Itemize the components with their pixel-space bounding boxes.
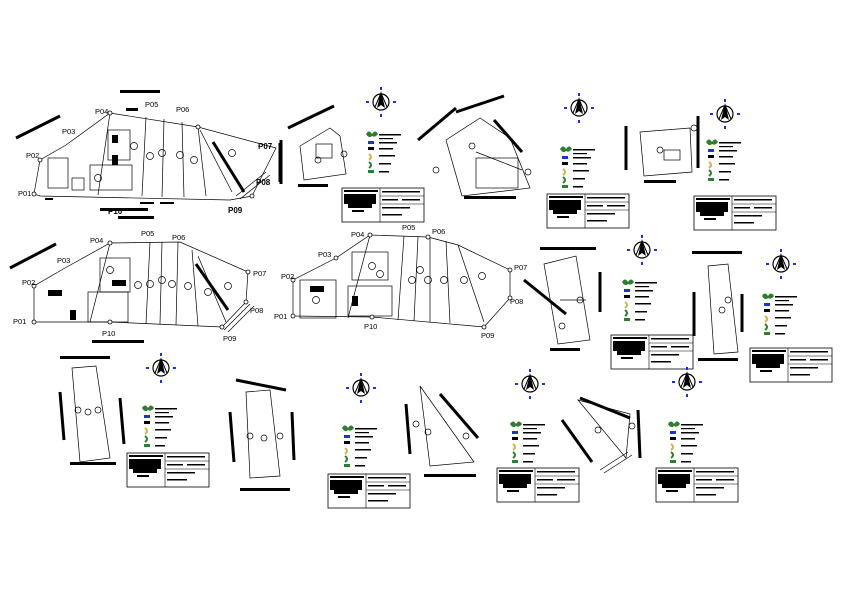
point-label: P03 [318,250,331,259]
site-plan-1: P01 P02 P03 P04 P05 P06 P07 P08 P09 P10 [15,90,282,219]
point-label: P10 [364,322,377,331]
point-label: P04 [90,236,103,245]
point-label: P08 [250,306,263,315]
point-label: P04 [95,107,108,116]
point-label: P04 [351,230,364,239]
north-arrow-icon [365,86,397,118]
site-plan-3: P01 P02 P03 P04 P05 P06 P07 P08 P09 P10 [274,223,527,340]
point-label: P01 [18,189,31,198]
point-label: P02 [22,278,35,287]
parcel-sheet-b [417,92,630,229]
point-label: P07 [253,269,266,278]
point-label: P09 [481,331,494,340]
point-label: P06 [172,233,185,242]
parcel-sheet-c [624,98,777,231]
parcel-sheet-h [404,368,580,503]
point-label: P09 [223,334,236,343]
point-label: P01 [274,312,287,321]
parcel-sheet-g [228,372,411,509]
point-label: P02 [281,272,294,281]
point-label: P06 [176,105,189,114]
point-label: P07 [258,142,273,151]
point-label: P10 [108,207,123,216]
point-label: P08 [510,297,523,306]
point-label: P03 [62,127,75,136]
point-label: P03 [57,256,70,265]
parcel-sheet-i [560,366,739,503]
point-label: P05 [145,100,158,109]
point-label: P05 [402,223,415,232]
point-label: P01 [13,317,26,326]
parcel-sheet-a [279,86,425,223]
parcel-sheet-d [523,234,694,370]
point-label: P06 [432,227,445,236]
point-label: P09 [228,206,243,215]
point-label: P05 [141,229,154,238]
point-label: P02 [26,151,39,160]
point-label: P07 [514,263,527,272]
parcel-sheet-f [58,352,210,488]
point-label: P08 [256,178,271,187]
parcel-sheet-e [692,248,833,383]
point-label: P10 [102,329,115,338]
site-plan-2: P01 P02 P03 P04 P05 P06 P07 P08 P09 P10 [9,229,266,343]
